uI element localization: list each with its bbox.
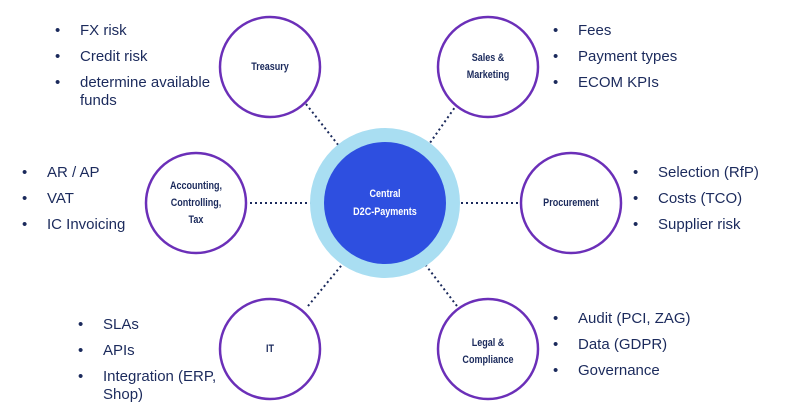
center-label-line2: D2C-Payments <box>353 206 417 218</box>
bullet-item: Selection (RfP) <box>633 164 803 182</box>
bullet-item: Governance <box>553 362 753 380</box>
node-label-treasury: Treasury <box>229 47 311 87</box>
node-label-procurement-line1: Procurement <box>543 196 599 209</box>
node-label-procurement: Procurement <box>526 188 616 218</box>
center-circle <box>324 142 446 264</box>
node-circle-procurement <box>519 151 623 255</box>
node-label-legal-line2: Compliance <box>462 354 514 366</box>
node-label-legal: Legal & Compliance <box>447 332 529 372</box>
node-label-sales-marketing-line2: Marketing <box>466 69 510 81</box>
bullets-legal: Audit (PCI, ZAG) Data (GDPR) Governance <box>553 310 753 388</box>
bullet-item: Credit risk <box>55 48 230 66</box>
bullet-item: Integration (ERP, Shop) <box>78 368 218 404</box>
bullets-it: SLAs APIs Integration (ERP, Shop) <box>78 316 218 412</box>
node-label-accounting: Accounting, Controlling, Tax <box>155 176 237 230</box>
bullet-item: SLAs <box>78 316 218 334</box>
node-label-legal-line1: Legal & <box>471 337 505 349</box>
node-label-sales-marketing-line1: Sales & <box>471 52 505 64</box>
bullet-item: Fees <box>553 22 753 40</box>
bullet-item: VAT <box>22 190 172 208</box>
bullet-item: determine available funds <box>55 74 230 110</box>
bullets-sales-marketing: Fees Payment types ECOM KPIs <box>553 22 753 100</box>
center-label: Central D2C-Payments <box>336 183 434 223</box>
bullet-item: APIs <box>78 342 218 360</box>
node-label-accounting-line2: Controlling, <box>170 196 222 209</box>
bullet-item: Data (GDPR) <box>553 336 753 354</box>
node-circle-sales-marketing <box>436 15 540 119</box>
connector-treasury <box>305 103 351 161</box>
bullets-accounting: AR / AP VAT IC Invoicing <box>22 164 172 242</box>
node-label-accounting-line1: Accounting, <box>169 179 223 192</box>
node-label-treasury-line1: Treasury <box>251 60 289 73</box>
node-circle-legal <box>436 297 540 401</box>
bullet-item: Audit (PCI, ZAG) <box>553 310 753 328</box>
bullet-item: FX risk <box>55 22 230 40</box>
center-label-line1: Central <box>369 188 401 200</box>
node-circle-treasury <box>218 15 322 119</box>
node-label-sales-marketing: Sales & Marketing <box>447 47 529 87</box>
bullet-item: IC Invoicing <box>22 216 172 234</box>
node-label-it: IT <box>229 334 311 364</box>
bullet-item: AR / AP <box>22 164 172 182</box>
node-circle-it <box>218 297 322 401</box>
bullet-item: Costs (TCO) <box>633 190 803 208</box>
node-label-accounting-line3: Tax <box>188 213 204 226</box>
bullet-item: ECOM KPIs <box>553 74 753 92</box>
bullets-procurement: Selection (RfP) Costs (TCO) Supplier ris… <box>633 164 803 242</box>
connector-legal <box>417 254 461 311</box>
bullets-treasury: FX risk Credit risk determine available … <box>55 22 230 118</box>
node-label-it-line1: IT <box>265 342 275 355</box>
bullet-item: Payment types <box>553 48 753 66</box>
bullet-item: Supplier risk <box>633 216 803 234</box>
